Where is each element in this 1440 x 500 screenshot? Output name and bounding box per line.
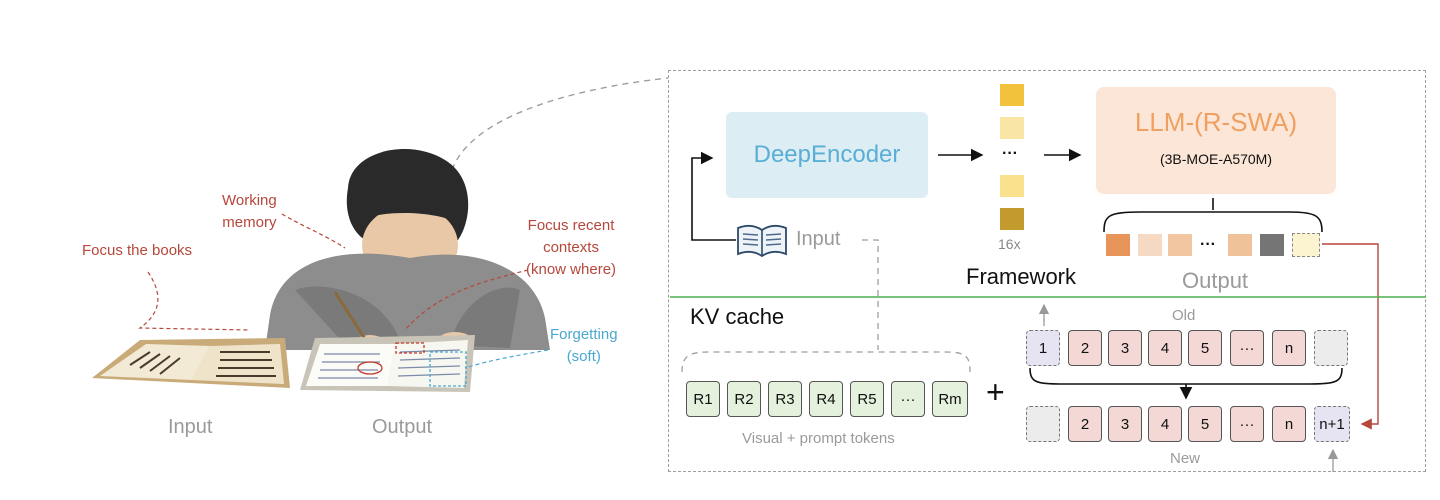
visual-token: Rm	[932, 381, 968, 417]
visual-token: ···	[891, 381, 925, 417]
visual-token: R1	[686, 381, 720, 417]
new-token-n-plus-1: n+1	[1314, 406, 1350, 442]
new-token: n	[1272, 406, 1306, 442]
encoder-token	[1000, 208, 1024, 230]
framework-frame	[668, 70, 1426, 472]
llm-box: LLM-(R-SWA) (3B-MOE-A570M)	[1096, 87, 1336, 194]
kv-cache-title: KV cache	[690, 304, 785, 329]
old-token: 2	[1068, 330, 1102, 366]
output-token	[1260, 234, 1284, 256]
old-token: 4	[1148, 330, 1182, 366]
encoder-token	[1000, 117, 1024, 139]
label-working-memory: Working memory	[222, 192, 277, 231]
output-token	[1168, 234, 1192, 256]
encoder-token	[1000, 84, 1024, 106]
visual-token: R5	[850, 381, 884, 417]
output-token	[1106, 234, 1130, 256]
annotation-leaders	[138, 213, 549, 369]
visual-token: R4	[809, 381, 843, 417]
label-forgetting: Forgetting (soft)	[550, 326, 618, 365]
new-token-empty	[1026, 406, 1060, 442]
old-token: 1	[1026, 330, 1060, 366]
framework-label: Framework	[966, 264, 1077, 289]
label-focus-books: Focus the books	[82, 242, 193, 259]
llm-subtitle: (3B-MOE-A570M)	[1159, 151, 1273, 167]
visual-token: R2	[727, 381, 761, 417]
output-ellipsis: ···	[1200, 236, 1216, 253]
token-ellipsis: ···	[1002, 145, 1018, 162]
caption-input: Input	[168, 416, 213, 438]
output-token-new	[1292, 233, 1320, 257]
output-token	[1228, 234, 1252, 256]
student-illustration	[80, 140, 620, 410]
old-token: n	[1272, 330, 1306, 366]
visual-caption: Visual + prompt tokens	[742, 430, 895, 447]
framework-output-label: Output	[1182, 268, 1249, 293]
label-focus-recent: Focus recent contexts (know where)	[526, 217, 617, 278]
multiplier-label: 16x	[998, 236, 1021, 252]
old-token: ···	[1230, 330, 1264, 366]
new-token: 5	[1188, 406, 1222, 442]
old-token-empty	[1314, 330, 1348, 366]
new-token: 4	[1148, 406, 1182, 442]
new-token: 2	[1068, 406, 1102, 442]
book-icon	[737, 224, 787, 258]
deep-encoder-label: DeepEncoder	[753, 141, 901, 168]
new-token: ···	[1230, 406, 1264, 442]
deep-encoder-box: DeepEncoder	[726, 112, 928, 198]
caption-output: Output	[372, 416, 433, 438]
old-token: 3	[1108, 330, 1142, 366]
framework-input-label: Input	[796, 228, 841, 250]
old-token: 5	[1188, 330, 1222, 366]
old-label: Old	[1172, 307, 1196, 324]
new-token: 3	[1108, 406, 1142, 442]
visual-token: R3	[768, 381, 802, 417]
llm-title: LLM-(R-SWA)	[1134, 107, 1298, 137]
plus-sign: +	[986, 374, 1005, 410]
new-label: New	[1170, 450, 1201, 467]
output-token	[1138, 234, 1162, 256]
encoder-token	[1000, 175, 1024, 197]
